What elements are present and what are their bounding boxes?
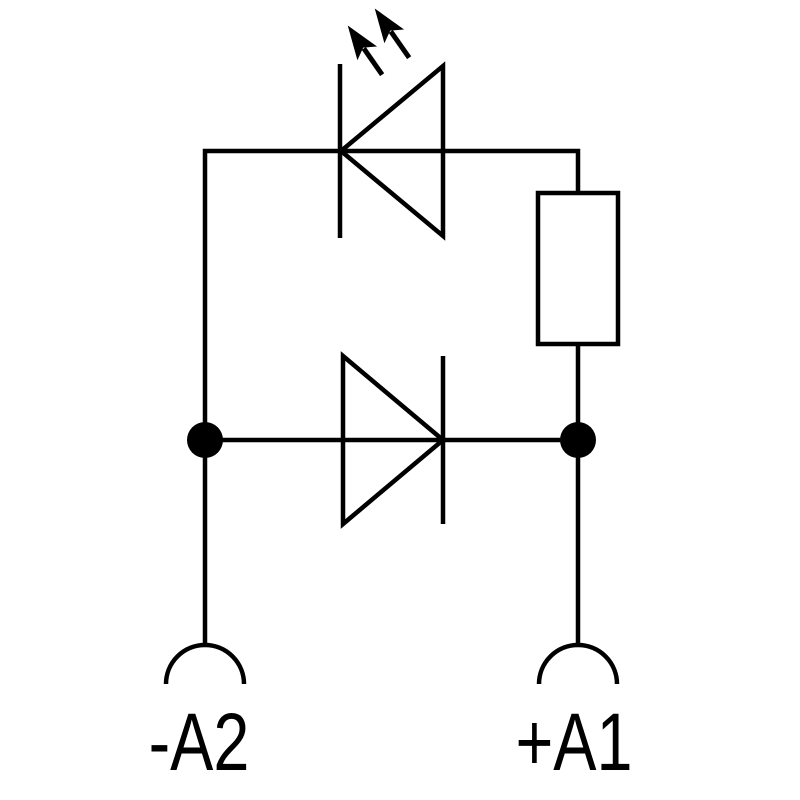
wires bbox=[202, 148, 581, 647]
terminal-label-a1-group: +A1 bbox=[515, 696, 632, 788]
diode-triangle bbox=[340, 351, 447, 529]
led-symbol bbox=[337, 8, 446, 241]
terminal-socket-a1 bbox=[536, 642, 620, 685]
light-emission-arrows bbox=[347, 8, 412, 77]
light-arrow-icon bbox=[374, 8, 412, 60]
junction-dot-right bbox=[560, 422, 596, 458]
terminal-label-a1: +A1 bbox=[515, 696, 632, 788]
light-arrow-icon bbox=[347, 25, 385, 77]
led-triangle bbox=[337, 61, 446, 241]
terminal-label-a2: -A2 bbox=[149, 696, 250, 788]
diode-symbol bbox=[340, 351, 447, 529]
wire-left-top-right bbox=[202, 148, 581, 647]
junction-dot-left bbox=[187, 422, 223, 458]
terminal-socket-a2 bbox=[163, 642, 247, 685]
resistor-symbol bbox=[535, 190, 621, 347]
terminal-label-a2-group: -A2 bbox=[149, 696, 250, 788]
